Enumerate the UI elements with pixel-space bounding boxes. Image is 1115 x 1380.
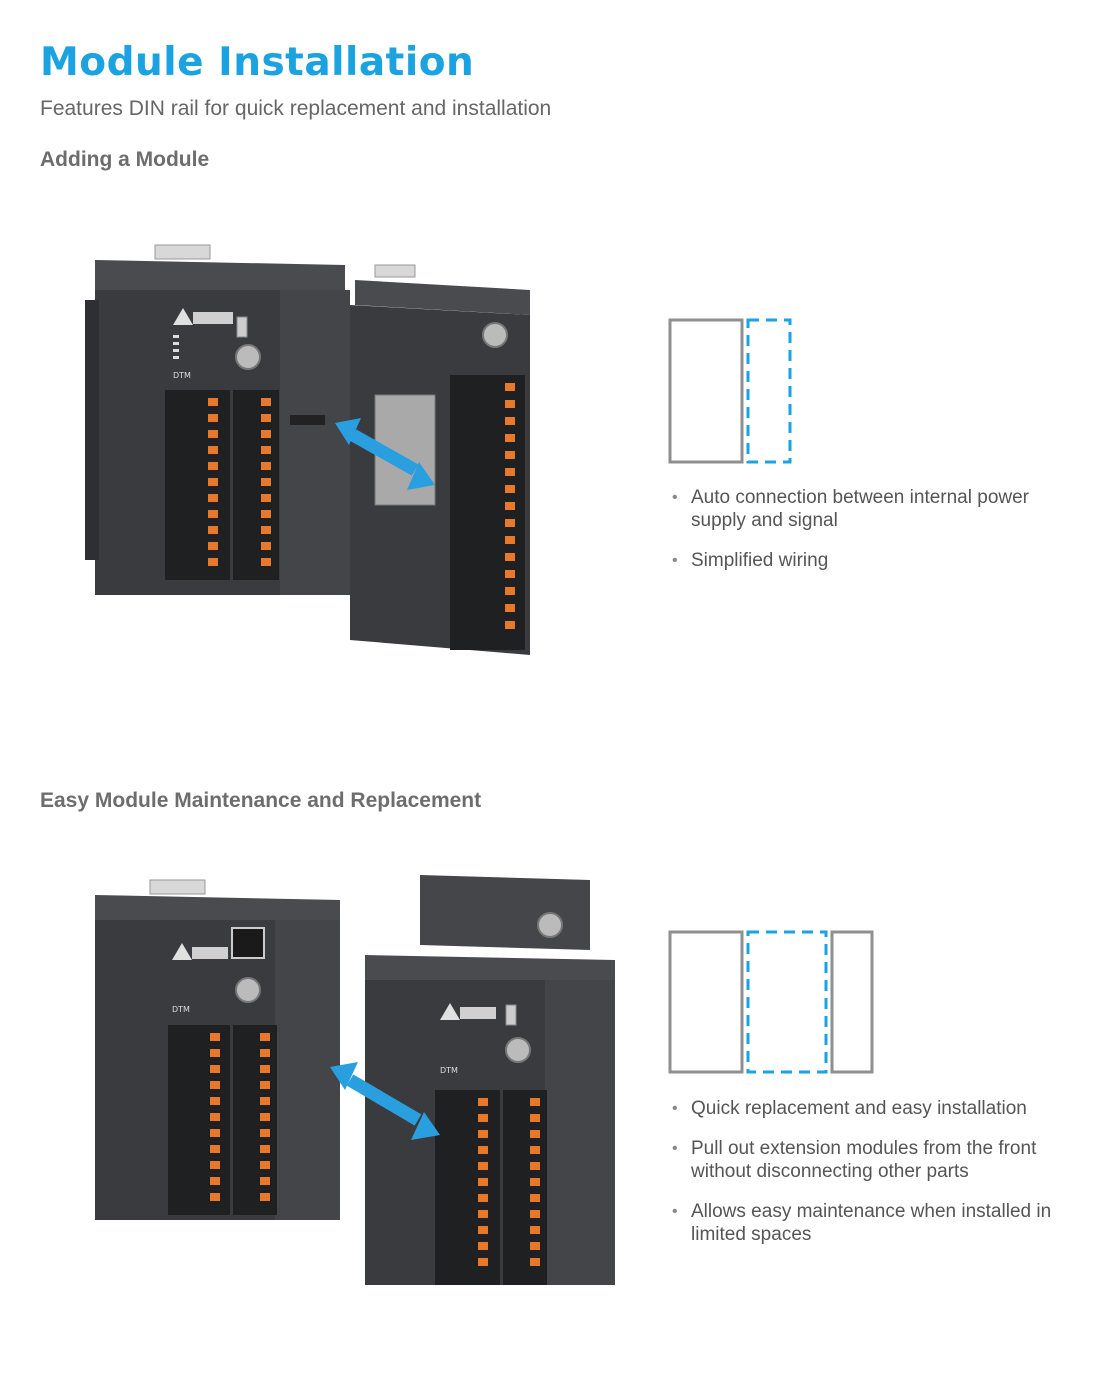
double-arrow-icon: [330, 1062, 440, 1140]
bullet-item: Allows easy maintenance when installed i…: [670, 1200, 1070, 1246]
bullet-item: Quick replacement and easy installation: [670, 1097, 1070, 1120]
bullet-item: Simplified wiring: [670, 549, 1070, 572]
page-title: Module Installation: [40, 40, 475, 85]
rear-module-image: [420, 875, 590, 950]
maintenance-diagram: [668, 930, 874, 1074]
pulled-module-image: DTM: [365, 955, 615, 1285]
right-module-outline: [830, 930, 874, 1074]
svg-text:DTM: DTM: [172, 1005, 190, 1014]
replaced-module-outline: [746, 930, 828, 1074]
main-module-image: DTM: [95, 879, 340, 1220]
new-module-outline: [746, 318, 792, 464]
adding-module-illustration: DTM: [85, 244, 530, 655]
page-subtitle: Features DIN rail for quick replacement …: [40, 97, 552, 120]
bullet-item: Auto connection between internal power s…: [670, 486, 1070, 532]
svg-text:DTM: DTM: [173, 371, 191, 380]
main-module-image: DTM: [85, 244, 350, 595]
adding-module-diagram: [668, 318, 792, 464]
maintenance-bullets: Quick replacement and easy installation …: [670, 1097, 1070, 1263]
extension-module-image: [350, 264, 530, 655]
adding-module-bullets: Auto connection between internal power s…: [670, 486, 1070, 589]
svg-text:DTM: DTM: [440, 1066, 458, 1075]
left-module-outline: [668, 930, 744, 1074]
double-arrow-icon: [335, 418, 435, 490]
section-heading-adding: Adding a Module: [40, 148, 210, 171]
section-heading-maintenance: Easy Module Maintenance and Replacement: [40, 789, 482, 812]
bullet-item: Pull out extension modules from the fron…: [670, 1137, 1070, 1183]
existing-module-outline: [668, 318, 744, 464]
maintenance-illustration: DTM DTM: [95, 875, 615, 1285]
